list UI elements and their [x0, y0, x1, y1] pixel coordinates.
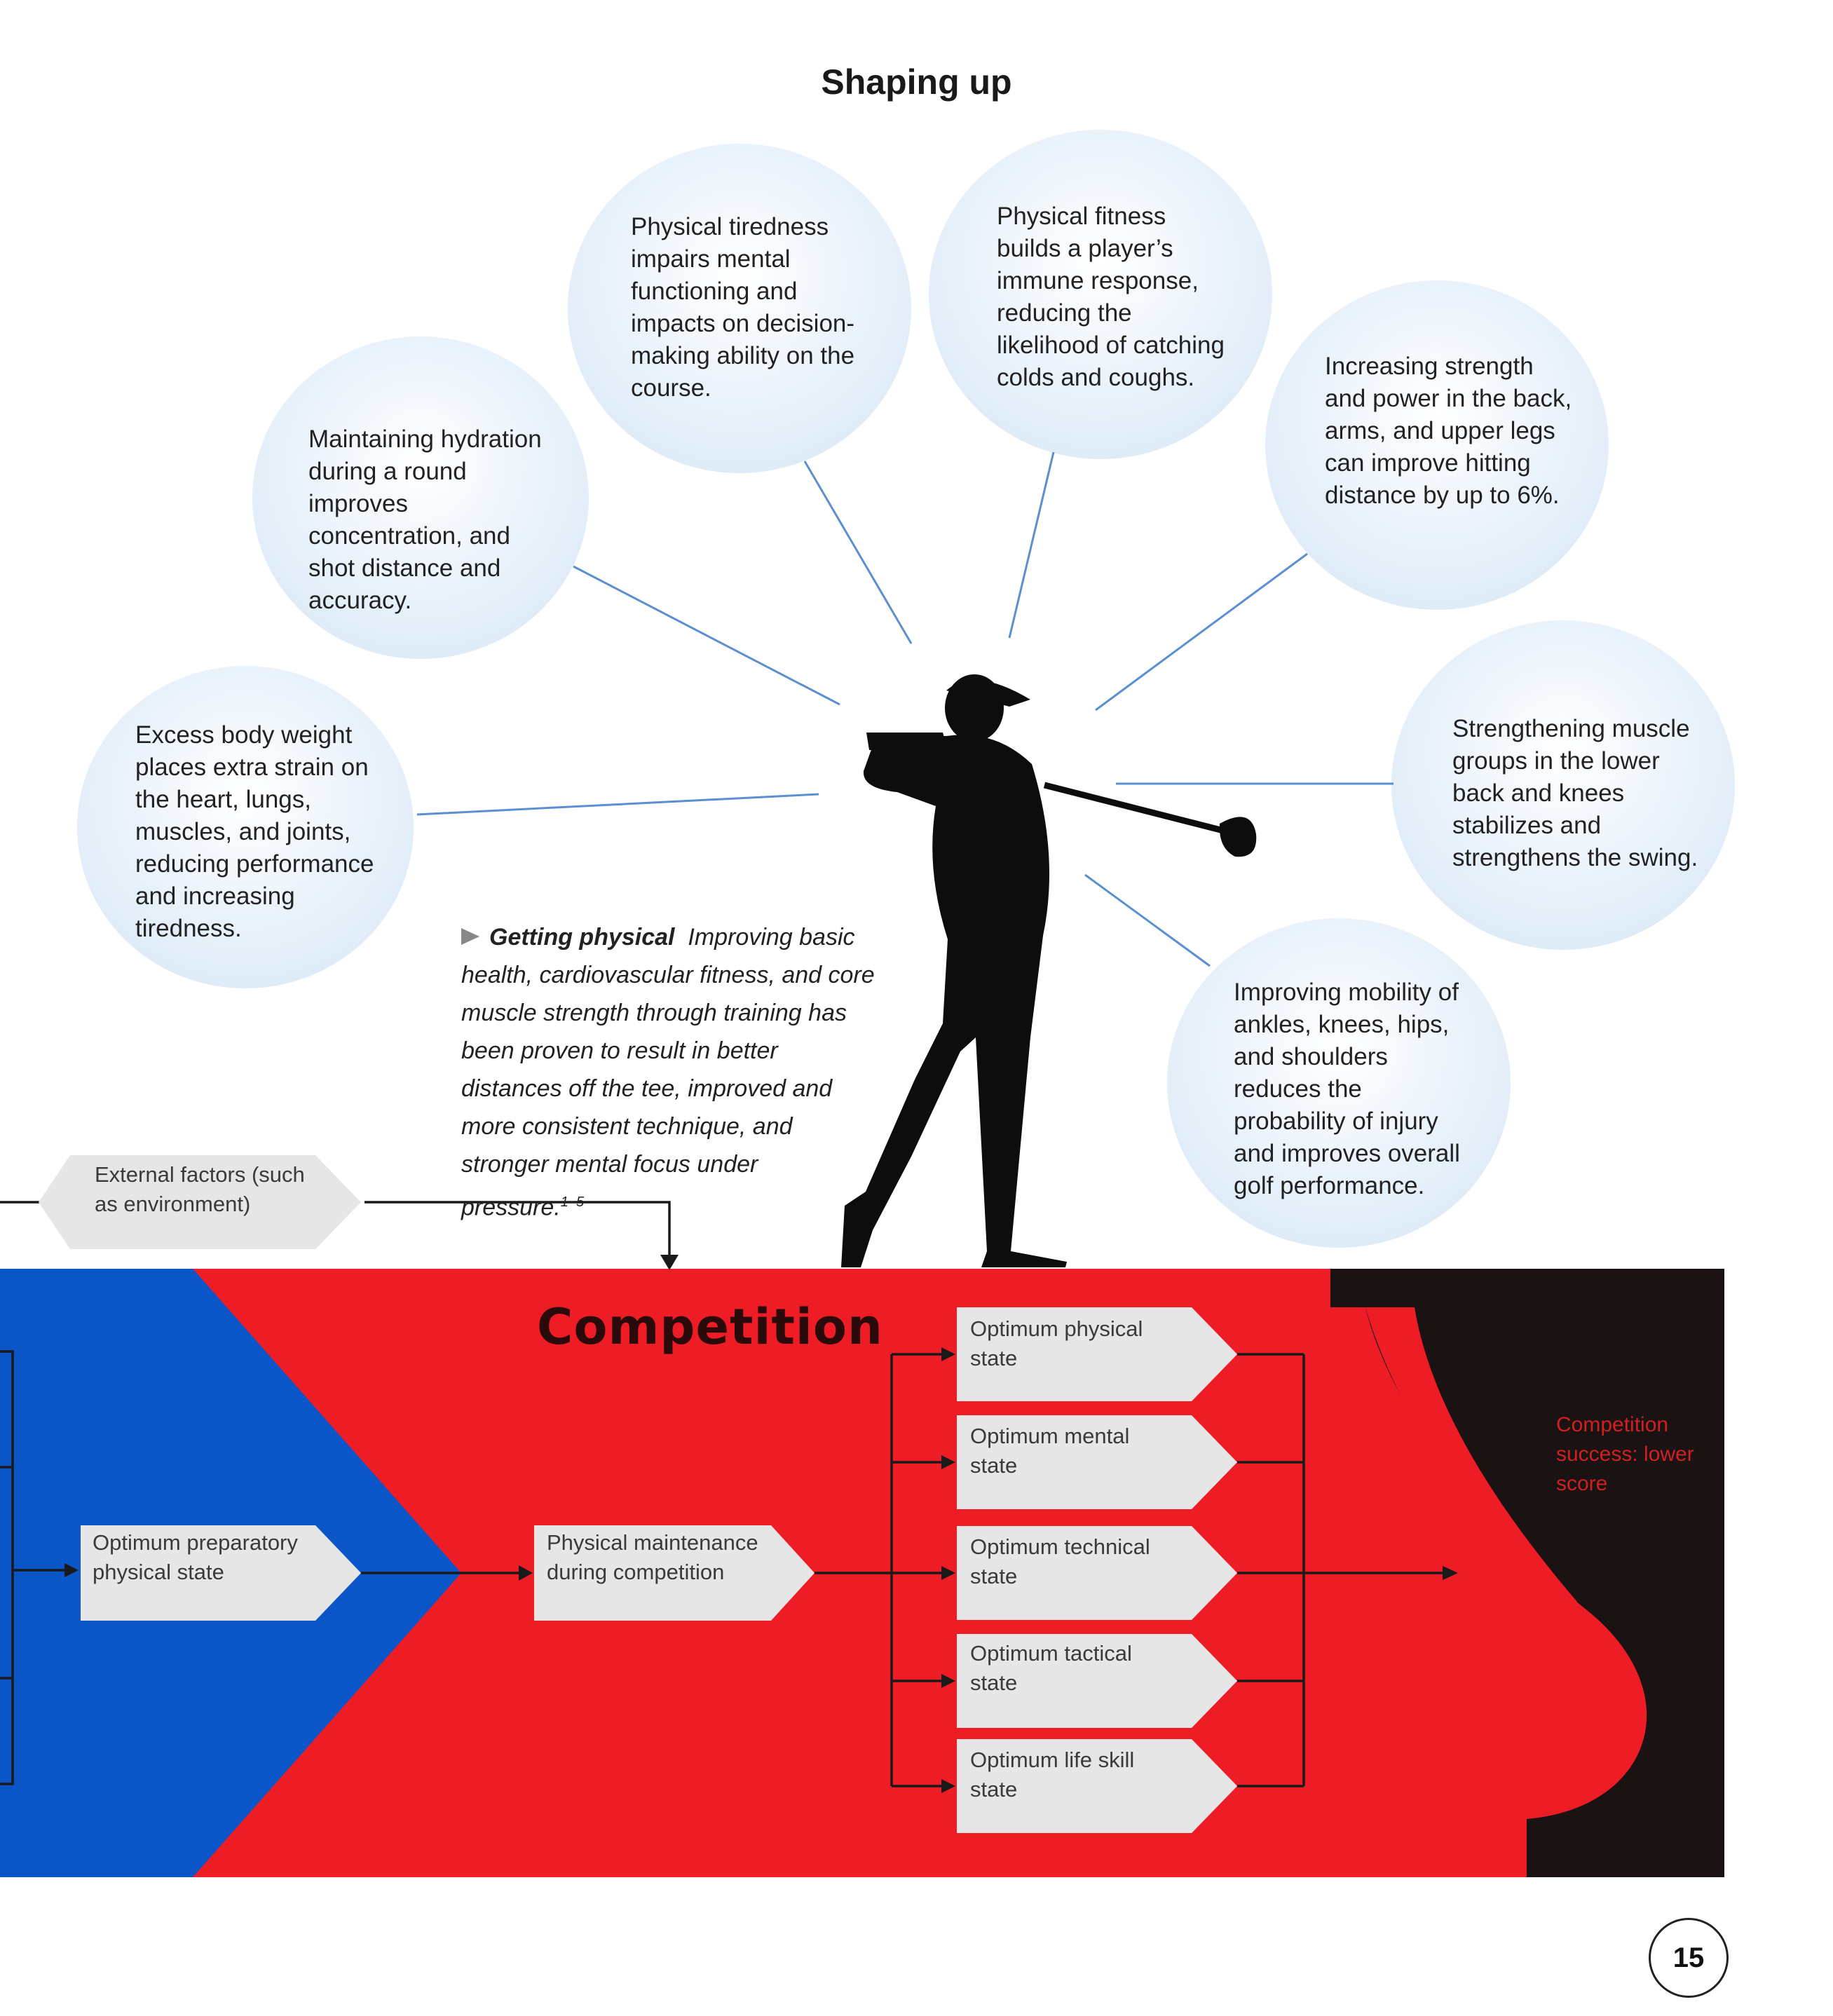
chevron-state-physical [957, 1307, 1237, 1401]
golfer-silhouette [841, 674, 1257, 1267]
bubble-text-tiredness: Physical tiredness impairs mental functi… [631, 213, 855, 402]
state-label-tactical: Optimum tactical state [970, 1641, 1132, 1695]
success-curve [1365, 1307, 1577, 1607]
caption: Getting physical Improving basic health,… [461, 918, 875, 1226]
bubble-hydration [252, 336, 589, 659]
caption-triangle-icon [461, 928, 479, 945]
bubble-text-hydration: Maintaining hydration during a round imp… [308, 425, 542, 614]
competition-title: Competition [537, 1298, 883, 1356]
bubble-text-mobility: Improving mobility of ankles, knees, hip… [1234, 979, 1460, 1199]
connector-lines [416, 451, 1394, 967]
state-label-mental: Optimum mental state [970, 1424, 1130, 1478]
page-title: Shaping up [821, 62, 1012, 102]
bubble-text-strength: Increasing strength and power in the bac… [1325, 353, 1572, 509]
chevron-maintenance [534, 1525, 815, 1621]
competition-success-label: Competition success: lower score [1556, 1413, 1694, 1495]
bubble-strength [1265, 280, 1609, 610]
chevron-preparatory [81, 1525, 361, 1621]
bubble-text-body-weight: Excess body weight places extra strain o… [135, 721, 374, 942]
state-label-physical: Optimum physical state [970, 1316, 1143, 1370]
state-label-life-skill: Optimum life skill state [970, 1748, 1135, 1802]
chevron-state-tactical [957, 1634, 1237, 1728]
external-factors-label: External factors (such as environment) [95, 1162, 305, 1216]
maintenance-label: Physical maintenance during competition [547, 1530, 758, 1584]
flow-lines [0, 1201, 1444, 1787]
chevron-state-mental [957, 1415, 1237, 1509]
caption-heading: Getting physical [489, 924, 675, 951]
caption-body: Improving basic health, cardiovascular f… [461, 924, 875, 1221]
bubble-text-immune: Physical fitness builds a player’s immun… [997, 203, 1225, 391]
state-label-technical: Optimum technical state [970, 1534, 1150, 1588]
bubble-text-muscle: Strengthening muscle groups in the lower… [1452, 715, 1698, 871]
page-number: 15 [1649, 1918, 1729, 1998]
bubble-muscle [1391, 620, 1735, 950]
chevron-state-life-skill [957, 1739, 1237, 1833]
bubble-body-weight [77, 666, 414, 988]
bubble-mobility [1167, 918, 1511, 1248]
preparatory-label: Optimum preparatory physical state [93, 1530, 298, 1584]
caption-refs: 1–5 [560, 1194, 585, 1210]
bubble-tiredness [568, 144, 911, 473]
chevron-external [39, 1155, 361, 1249]
bubble-immune [929, 130, 1272, 459]
flow-arrowheads [64, 1255, 1458, 1793]
chevrons [39, 1155, 1237, 1833]
chevron-state-technical [957, 1526, 1237, 1620]
